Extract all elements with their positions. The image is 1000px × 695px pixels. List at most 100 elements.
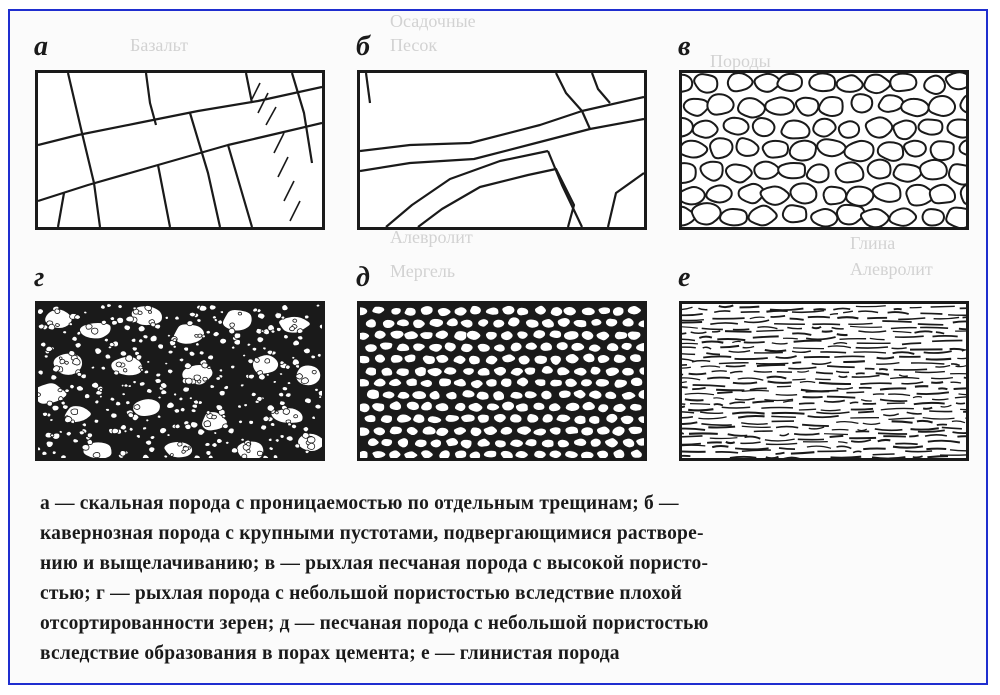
grain — [389, 425, 403, 435]
grain — [242, 353, 247, 358]
grain — [876, 356, 895, 360]
grain — [742, 345, 755, 349]
cemented-sand-drawing — [360, 304, 644, 458]
grain — [444, 414, 460, 423]
grain — [233, 339, 241, 346]
grain — [197, 333, 203, 338]
grain — [237, 311, 243, 316]
grain — [421, 425, 437, 436]
grain — [446, 317, 459, 327]
grain — [445, 437, 459, 447]
grain — [682, 186, 706, 206]
grain — [316, 353, 322, 358]
grain — [264, 358, 271, 364]
grain — [207, 454, 214, 458]
grain — [58, 396, 64, 402]
grain — [70, 408, 78, 415]
grain — [927, 94, 957, 117]
grain — [532, 402, 546, 411]
grain — [728, 350, 751, 353]
grain — [549, 426, 562, 436]
grain — [834, 161, 865, 184]
grain — [925, 357, 952, 361]
grain — [278, 372, 284, 376]
grain — [682, 411, 695, 414]
grain — [950, 363, 961, 367]
grain — [291, 423, 298, 430]
grain — [588, 415, 600, 425]
ghost-text: Базальт — [130, 35, 188, 55]
grain — [682, 450, 706, 453]
grain — [135, 354, 143, 361]
grain — [515, 402, 529, 413]
grain — [737, 97, 766, 119]
grain — [838, 375, 848, 379]
grain — [955, 402, 966, 405]
grain — [191, 403, 198, 409]
grain — [700, 365, 721, 368]
grain — [765, 442, 798, 446]
grain — [160, 382, 168, 389]
grain — [926, 447, 947, 451]
grain — [957, 357, 966, 360]
grain — [779, 432, 790, 437]
grain — [485, 331, 498, 341]
grain — [853, 351, 887, 354]
grain — [406, 401, 420, 411]
grain — [81, 422, 87, 428]
grain — [770, 315, 786, 318]
grain — [81, 444, 90, 451]
grain — [510, 367, 524, 377]
grain — [127, 384, 132, 388]
grain — [820, 409, 841, 412]
grain — [732, 411, 765, 415]
grain — [466, 330, 481, 341]
grain — [485, 378, 498, 388]
grain — [223, 385, 229, 390]
grain — [412, 342, 426, 352]
caption-line: кавернозная порода с крупными пустотами,… — [40, 523, 704, 544]
grain — [300, 377, 309, 385]
grain — [931, 381, 944, 384]
grain — [128, 426, 134, 432]
grain — [72, 438, 79, 444]
grain — [65, 431, 72, 437]
grain — [839, 337, 867, 341]
grain — [944, 73, 966, 91]
panel-b-cavernous-rock — [357, 70, 647, 230]
grain — [396, 413, 412, 424]
figure-frame: Осадочные Базальт Песок Породы Туф Алевр… — [8, 9, 988, 685]
grain — [68, 350, 76, 357]
grain — [145, 418, 150, 423]
grain — [54, 308, 61, 314]
grain — [755, 362, 789, 365]
grain — [845, 185, 875, 207]
grain — [51, 404, 60, 412]
grain — [247, 358, 254, 365]
grain — [933, 316, 960, 320]
grain — [630, 448, 643, 458]
grain — [109, 396, 116, 402]
grain — [221, 308, 254, 332]
grain — [137, 310, 143, 316]
grain — [846, 391, 865, 394]
grain — [715, 451, 739, 454]
grain — [111, 319, 118, 326]
grain — [51, 450, 57, 455]
grain — [509, 438, 524, 448]
grain — [125, 315, 134, 323]
grain — [635, 342, 644, 352]
grain — [251, 346, 258, 352]
grain — [691, 119, 719, 139]
grain — [749, 316, 765, 320]
grain — [186, 320, 194, 327]
grain — [460, 319, 474, 329]
grain — [153, 323, 162, 330]
grain — [732, 340, 741, 344]
grain — [119, 424, 127, 431]
ghost-text: Глина — [850, 233, 896, 253]
grain — [698, 335, 713, 339]
grain — [396, 343, 410, 352]
grain — [810, 208, 839, 227]
grain — [805, 336, 836, 341]
